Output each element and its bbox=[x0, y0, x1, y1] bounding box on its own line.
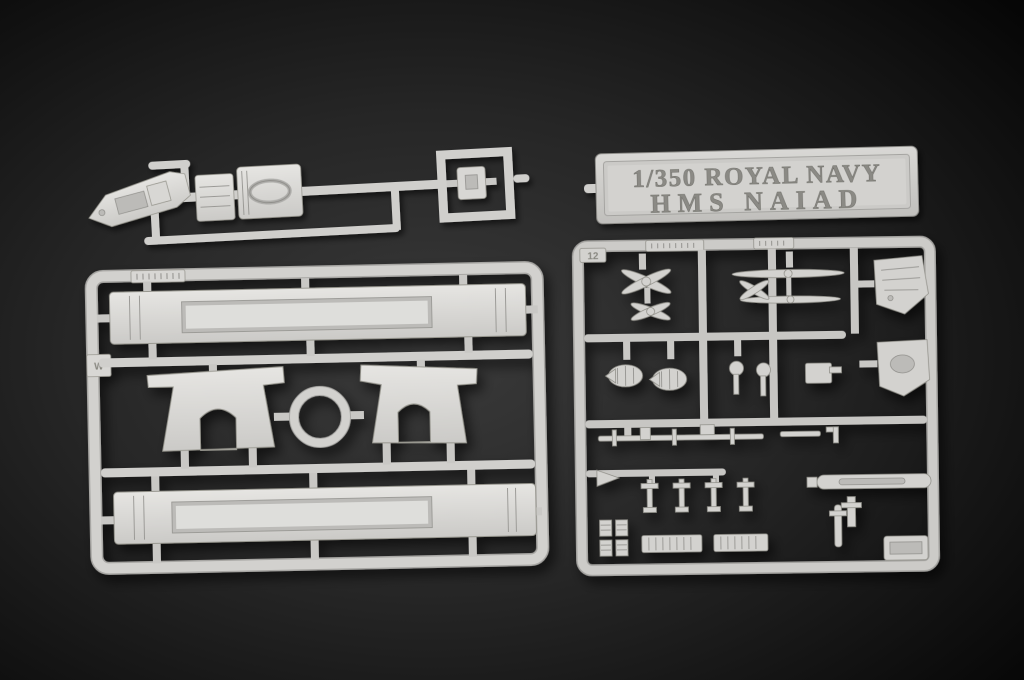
runner-rails bbox=[96, 274, 543, 564]
bracket-part-left bbox=[146, 366, 285, 452]
oval-plate-part bbox=[236, 163, 304, 220]
bollard-parts bbox=[640, 477, 755, 513]
runner-rails bbox=[584, 247, 928, 489]
sprue-top-left bbox=[88, 146, 530, 246]
shield-plate-middle bbox=[876, 339, 931, 397]
rod-assembly bbox=[598, 424, 839, 447]
mount-part bbox=[805, 362, 842, 384]
shield-plate-top bbox=[873, 255, 929, 315]
ring-part bbox=[288, 385, 351, 448]
molded-text-tab bbox=[645, 237, 795, 252]
upper-deck-part bbox=[108, 283, 527, 345]
small-frame-with-part bbox=[435, 146, 530, 223]
crane-jib-part bbox=[806, 473, 932, 528]
nameplate-line1: 1/350 ROYAL NAVY bbox=[632, 160, 882, 193]
sprue-bottom-left: W bbox=[84, 261, 550, 575]
propeller-parts-right bbox=[731, 269, 845, 304]
bracket-part-right bbox=[359, 364, 478, 444]
molded-text-tab bbox=[130, 269, 186, 284]
nameplate-line2: HMS NAIAD bbox=[650, 184, 865, 218]
sprue-letter-label: W bbox=[94, 361, 104, 372]
kit-nameplate: 1/350 ROYAL NAVY HMS NAIAD bbox=[584, 145, 920, 225]
lower-deck-part bbox=[113, 483, 537, 545]
bottom-right-parts bbox=[829, 504, 929, 561]
rect-block-part bbox=[194, 173, 236, 222]
whaleboat-parts bbox=[604, 364, 687, 391]
sprue-number-label: 12 bbox=[587, 251, 599, 262]
triangle-part bbox=[596, 469, 621, 487]
sprue-right-detail: 12 bbox=[571, 235, 941, 577]
propeller-parts-left bbox=[621, 268, 672, 321]
winch-parts bbox=[729, 360, 771, 397]
sprue-number-tab: 12 bbox=[579, 247, 607, 263]
boat-deck-part bbox=[88, 171, 191, 227]
sprue-frame bbox=[84, 261, 550, 575]
ribbed-block-parts bbox=[599, 519, 629, 557]
ladder-parts bbox=[641, 533, 769, 553]
